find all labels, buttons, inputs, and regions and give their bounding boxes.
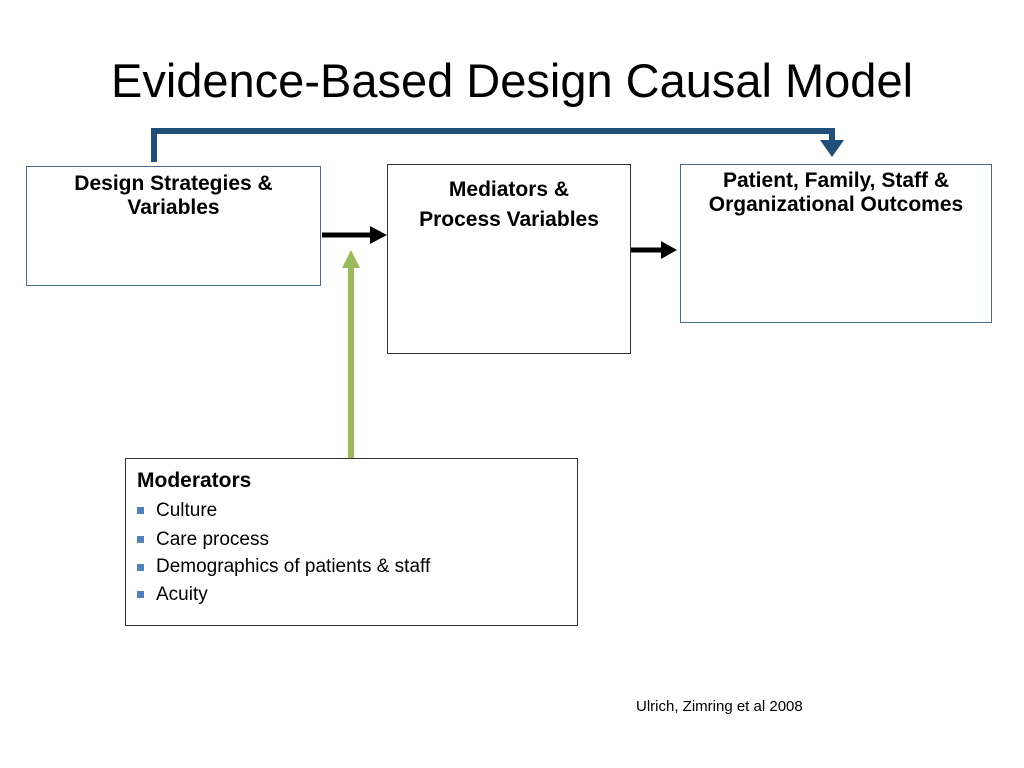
flow-arrowhead-mediators-outcomes xyxy=(661,241,677,259)
square-bullet-icon xyxy=(137,507,144,514)
mediators-label-line1: Mediators & xyxy=(448,178,570,201)
outcomes-box: Patient, Family, Staff & Organizational … xyxy=(680,164,992,323)
page-title: Evidence-Based Design Causal Model xyxy=(110,54,914,107)
outcomes-label: Patient, Family, Staff & Organizational … xyxy=(708,169,964,216)
list-item: Care process xyxy=(137,525,577,554)
moderators-title: Moderators xyxy=(137,469,252,492)
mediators-label: Mediators & Process Variables xyxy=(388,175,630,235)
design-strategies-label: Design Strategies & Variables xyxy=(74,172,273,219)
list-item-label: Acuity xyxy=(156,584,208,605)
list-item: Culture xyxy=(137,496,577,525)
square-bullet-icon xyxy=(137,591,144,598)
moderators-box: Moderators Culture Care process Demograp… xyxy=(125,458,578,626)
moderators-list: Culture Care process Demographics of pat… xyxy=(126,496,577,609)
moderator-arrowhead xyxy=(342,250,360,268)
design-strategies-box: Design Strategies & Variables xyxy=(26,166,321,286)
mediators-box: Mediators & Process Variables xyxy=(387,164,631,354)
list-item-label: Culture xyxy=(156,500,218,521)
square-bullet-icon xyxy=(137,536,144,543)
feedback-arrowhead xyxy=(820,140,844,157)
square-bullet-icon xyxy=(137,563,144,571)
citation: Ulrich, Zimring et al 2008 xyxy=(636,698,803,715)
mediators-label-line2: Process Variables xyxy=(419,208,599,231)
list-item: Acuity xyxy=(137,580,577,609)
list-item-label: Demographics of patients & staff xyxy=(156,556,431,577)
feedback-arrow xyxy=(151,128,835,162)
list-item: Demographics of patients & staff xyxy=(137,554,577,580)
flow-arrowhead-design-mediators xyxy=(370,226,387,244)
list-item-label: Care process xyxy=(156,529,269,550)
